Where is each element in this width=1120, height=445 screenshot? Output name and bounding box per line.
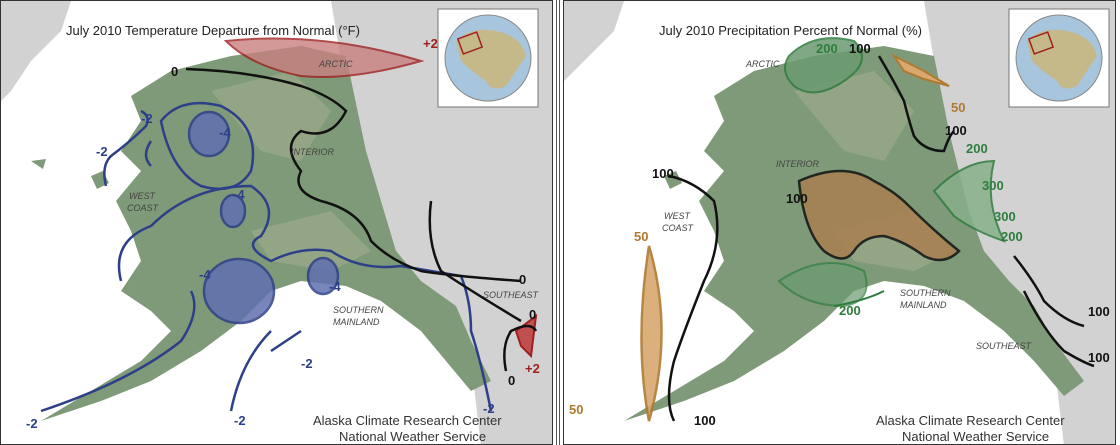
contour-zero-bottom (503, 324, 538, 372)
contour-100-north (877, 55, 955, 153)
contour-zero-north (185, 67, 522, 283)
region-label-mainland: MAINLAND (333, 317, 380, 327)
contour-label: -4 (219, 125, 231, 140)
region-label-coast: COAST (662, 223, 695, 233)
contour-label: -2 (26, 416, 38, 431)
island (664, 171, 682, 189)
region-label-southeast: SOUTHEAST (483, 290, 540, 300)
cold-pool-west (219, 193, 247, 229)
cold-pool-south (306, 256, 340, 296)
precipitation-map: July 2010 Precipitation Percent of Norma… (564, 1, 1115, 444)
contour-minus2-pen2 (270, 329, 302, 353)
region-label-mainland: MAINLAND (900, 300, 947, 310)
region-label-southern: SOUTHERN (333, 305, 384, 315)
map-title: July 2010 Temperature Departure from Nor… (66, 23, 360, 38)
contour-minus2-main (117, 184, 493, 412)
credit-line-2: National Weather Service (339, 429, 486, 444)
canada-land (331, 1, 552, 444)
dry-region-interior (797, 169, 961, 262)
contour-100-se (1013, 255, 1085, 328)
contour-minus2-north (159, 101, 255, 191)
contour-label: +2 (525, 361, 540, 376)
contour-label: 100 (945, 123, 967, 138)
siberia-land (564, 1, 624, 81)
wet-region-arctic (784, 37, 863, 94)
island (91, 171, 109, 189)
region-label-coast: COAST (127, 203, 160, 213)
contour-label: -2 (141, 111, 153, 126)
contour-label: 100 (694, 413, 716, 428)
contour-label: 100 (1088, 304, 1110, 319)
cold-pool-nw (187, 110, 231, 158)
contour-zero-se (428, 200, 522, 323)
precipitation-map-panel: July 2010 Precipitation Percent of Norma… (563, 0, 1116, 445)
globe-highlight (456, 31, 484, 55)
siberia-land (1, 1, 71, 101)
wet-region-south2 (833, 290, 885, 307)
contour-100-se2 (1022, 290, 1095, 368)
contour-label: 0 (519, 272, 526, 287)
contour-label: -2 (301, 356, 313, 371)
contour-label: 50 (951, 100, 965, 115)
wet-region-east (932, 159, 1006, 243)
contour-label: -2 (96, 144, 108, 159)
region-label-interior: INTERIOR (291, 147, 335, 157)
credit-line-1: Alaska Climate Research Center (876, 413, 1065, 428)
credit-line-1: Alaska Climate Research Center (313, 413, 502, 428)
contour-100-west (667, 174, 719, 422)
wet-region-south (777, 262, 868, 308)
dry-region-arctic (891, 53, 950, 87)
mountain-range (211, 71, 371, 271)
contour-label: -4 (199, 267, 211, 282)
globe-highlight (1027, 31, 1055, 55)
temperature-map: July 2010 Temperature Departure from Nor… (1, 1, 552, 444)
map-title: July 2010 Precipitation Percent of Norma… (659, 23, 922, 38)
contour-label: 0 (171, 64, 178, 79)
contour-minus2-pen1 (229, 330, 272, 412)
region-label-interior: INTERIOR (776, 159, 820, 169)
contour-label: 100 (849, 41, 871, 56)
contour-label: 100 (786, 191, 808, 206)
credit-line-2: National Weather Service (902, 429, 1049, 444)
region-label-west: WEST (664, 211, 692, 221)
contour-label: 300 (994, 209, 1016, 224)
contour-label: 300 (982, 178, 1004, 193)
contour-minus2-west (103, 109, 149, 187)
region-label-arctic: ARCTIC (318, 59, 353, 69)
island (31, 159, 46, 169)
globe-land (1027, 29, 1097, 89)
warm-region-arctic (223, 37, 425, 78)
region-label-arctic: ARCTIC (745, 59, 780, 69)
contour-label: 200 (1001, 229, 1023, 244)
temperature-map-panel: July 2010 Temperature Departure from Nor… (0, 0, 553, 445)
contour-label: -2 (483, 401, 495, 416)
contour-label: -4 (233, 187, 245, 202)
contour-label: 50 (569, 402, 583, 417)
region-label-southeast: SOUTHEAST (976, 341, 1033, 351)
region-label-southern: SOUTHERN (900, 288, 951, 298)
contour-label: 200 (839, 303, 861, 318)
contour-label: 50 (634, 229, 648, 244)
canada-land (924, 1, 1115, 444)
contour-label: -2 (234, 413, 246, 428)
dry-region-west (640, 245, 663, 422)
contour-minus2-pen3 (144, 140, 153, 167)
contour-label: +2 (423, 36, 438, 51)
contour-label: -4 (329, 279, 341, 294)
contour-label: 100 (1088, 350, 1110, 365)
globe-land (456, 29, 526, 89)
cold-pool-sw (202, 257, 276, 325)
contour-label: 0 (529, 307, 536, 322)
contour-label: 200 (816, 41, 838, 56)
region-label-west: WEST (129, 191, 157, 201)
contour-minus2-south (40, 290, 196, 413)
panel-divider (553, 0, 563, 445)
contour-label: 100 (652, 166, 674, 181)
contour-label: 0 (508, 373, 515, 388)
contour-label: 200 (966, 141, 988, 156)
